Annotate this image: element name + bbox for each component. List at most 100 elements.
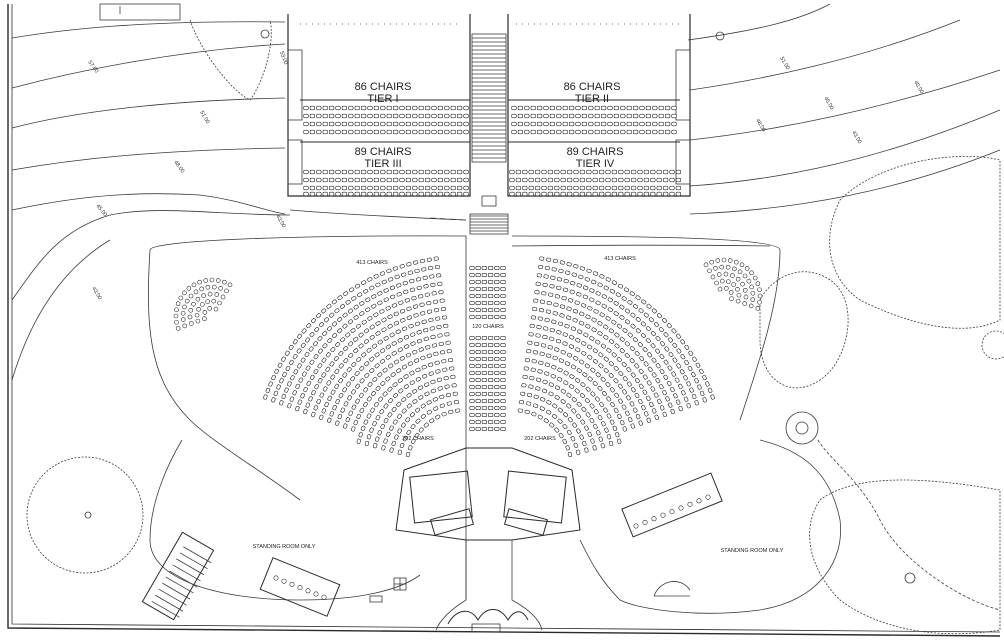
- chair: [678, 406, 683, 412]
- chair: [607, 129, 613, 135]
- chair: [586, 177, 592, 183]
- chair: [549, 284, 555, 289]
- chair: [475, 384, 481, 389]
- chair: [389, 285, 395, 291]
- chair: [304, 351, 310, 358]
- chair: [308, 396, 313, 402]
- chair: [196, 306, 201, 312]
- chair: [433, 308, 439, 313]
- chair: [666, 380, 672, 386]
- chair: [572, 422, 578, 428]
- chair: [353, 315, 359, 320]
- chair: [481, 370, 488, 375]
- chair: [642, 374, 648, 380]
- chair: [635, 317, 641, 322]
- chair: [620, 105, 626, 111]
- chair: [428, 266, 434, 271]
- chair: [424, 191, 431, 197]
- chair: [469, 335, 475, 340]
- chair: [444, 121, 450, 127]
- chair: [650, 343, 656, 349]
- chair: [366, 347, 372, 353]
- chair: [635, 295, 641, 301]
- chair: [411, 296, 417, 301]
- chair: [313, 354, 319, 360]
- chair: [562, 341, 568, 346]
- chair: [732, 266, 737, 272]
- contour-label: 51.00: [778, 56, 790, 71]
- chair: [517, 121, 523, 127]
- chair: [450, 169, 456, 175]
- chair: [481, 426, 488, 431]
- chair: [633, 523, 639, 529]
- chair: [686, 381, 691, 387]
- chair: [524, 113, 530, 119]
- chair: [365, 307, 371, 313]
- chair: [494, 349, 500, 354]
- chair: [579, 266, 586, 271]
- chair: [509, 177, 515, 183]
- chair: [675, 185, 681, 191]
- chair: [581, 113, 587, 119]
- chair: [589, 417, 595, 424]
- chair: [328, 113, 335, 119]
- chair: [424, 169, 431, 175]
- chair: [632, 407, 638, 413]
- chair: [575, 378, 581, 383]
- chair: [295, 406, 300, 412]
- chair: [626, 105, 632, 111]
- chair: [667, 365, 673, 371]
- chair: [632, 337, 638, 343]
- chair: [481, 398, 488, 403]
- chair: [589, 288, 595, 293]
- chair: [530, 105, 536, 111]
- chair: [367, 121, 373, 127]
- chair: [431, 177, 437, 183]
- chair: [412, 113, 418, 119]
- seating-labels: 413 CHAIRS 413 CHAIRS 120 CHAIRS 202 CHA…: [253, 256, 784, 554]
- chair: [369, 324, 375, 330]
- chair: [341, 105, 348, 111]
- chair: [591, 317, 597, 323]
- chair: [487, 272, 494, 277]
- chair: [613, 378, 619, 384]
- chair: [435, 316, 441, 321]
- chair: [517, 105, 523, 111]
- chair: [691, 393, 697, 399]
- chair: [292, 354, 298, 360]
- chair: [557, 321, 564, 327]
- chair: [643, 361, 649, 367]
- chair: [671, 328, 677, 334]
- chair: [680, 354, 686, 360]
- chair: [412, 185, 418, 191]
- chair: [610, 401, 615, 408]
- tier-2-chairs-label: 86 CHAIRS: [564, 81, 621, 93]
- chair: [355, 398, 360, 404]
- chair: [629, 401, 635, 407]
- chair: [742, 288, 748, 293]
- chair: [371, 303, 377, 309]
- chair: [487, 286, 494, 291]
- chair: [289, 359, 294, 366]
- chair: [560, 349, 566, 355]
- chair: [494, 356, 500, 361]
- chair: [559, 304, 566, 309]
- chair: [549, 129, 555, 135]
- chair: [619, 315, 625, 320]
- chair: [613, 311, 619, 316]
- chair: [618, 370, 624, 376]
- chair: [334, 383, 340, 389]
- chair: [440, 350, 446, 355]
- chair: [643, 169, 649, 175]
- chair: [338, 363, 344, 369]
- chair: [369, 427, 374, 433]
- chair: [335, 420, 340, 426]
- chair: [297, 399, 303, 405]
- chair: [403, 289, 409, 295]
- chair: [532, 350, 538, 355]
- chair: [331, 299, 337, 305]
- chair: [424, 177, 431, 183]
- chair: [592, 358, 598, 364]
- chair: [330, 389, 336, 395]
- chair: [716, 272, 722, 277]
